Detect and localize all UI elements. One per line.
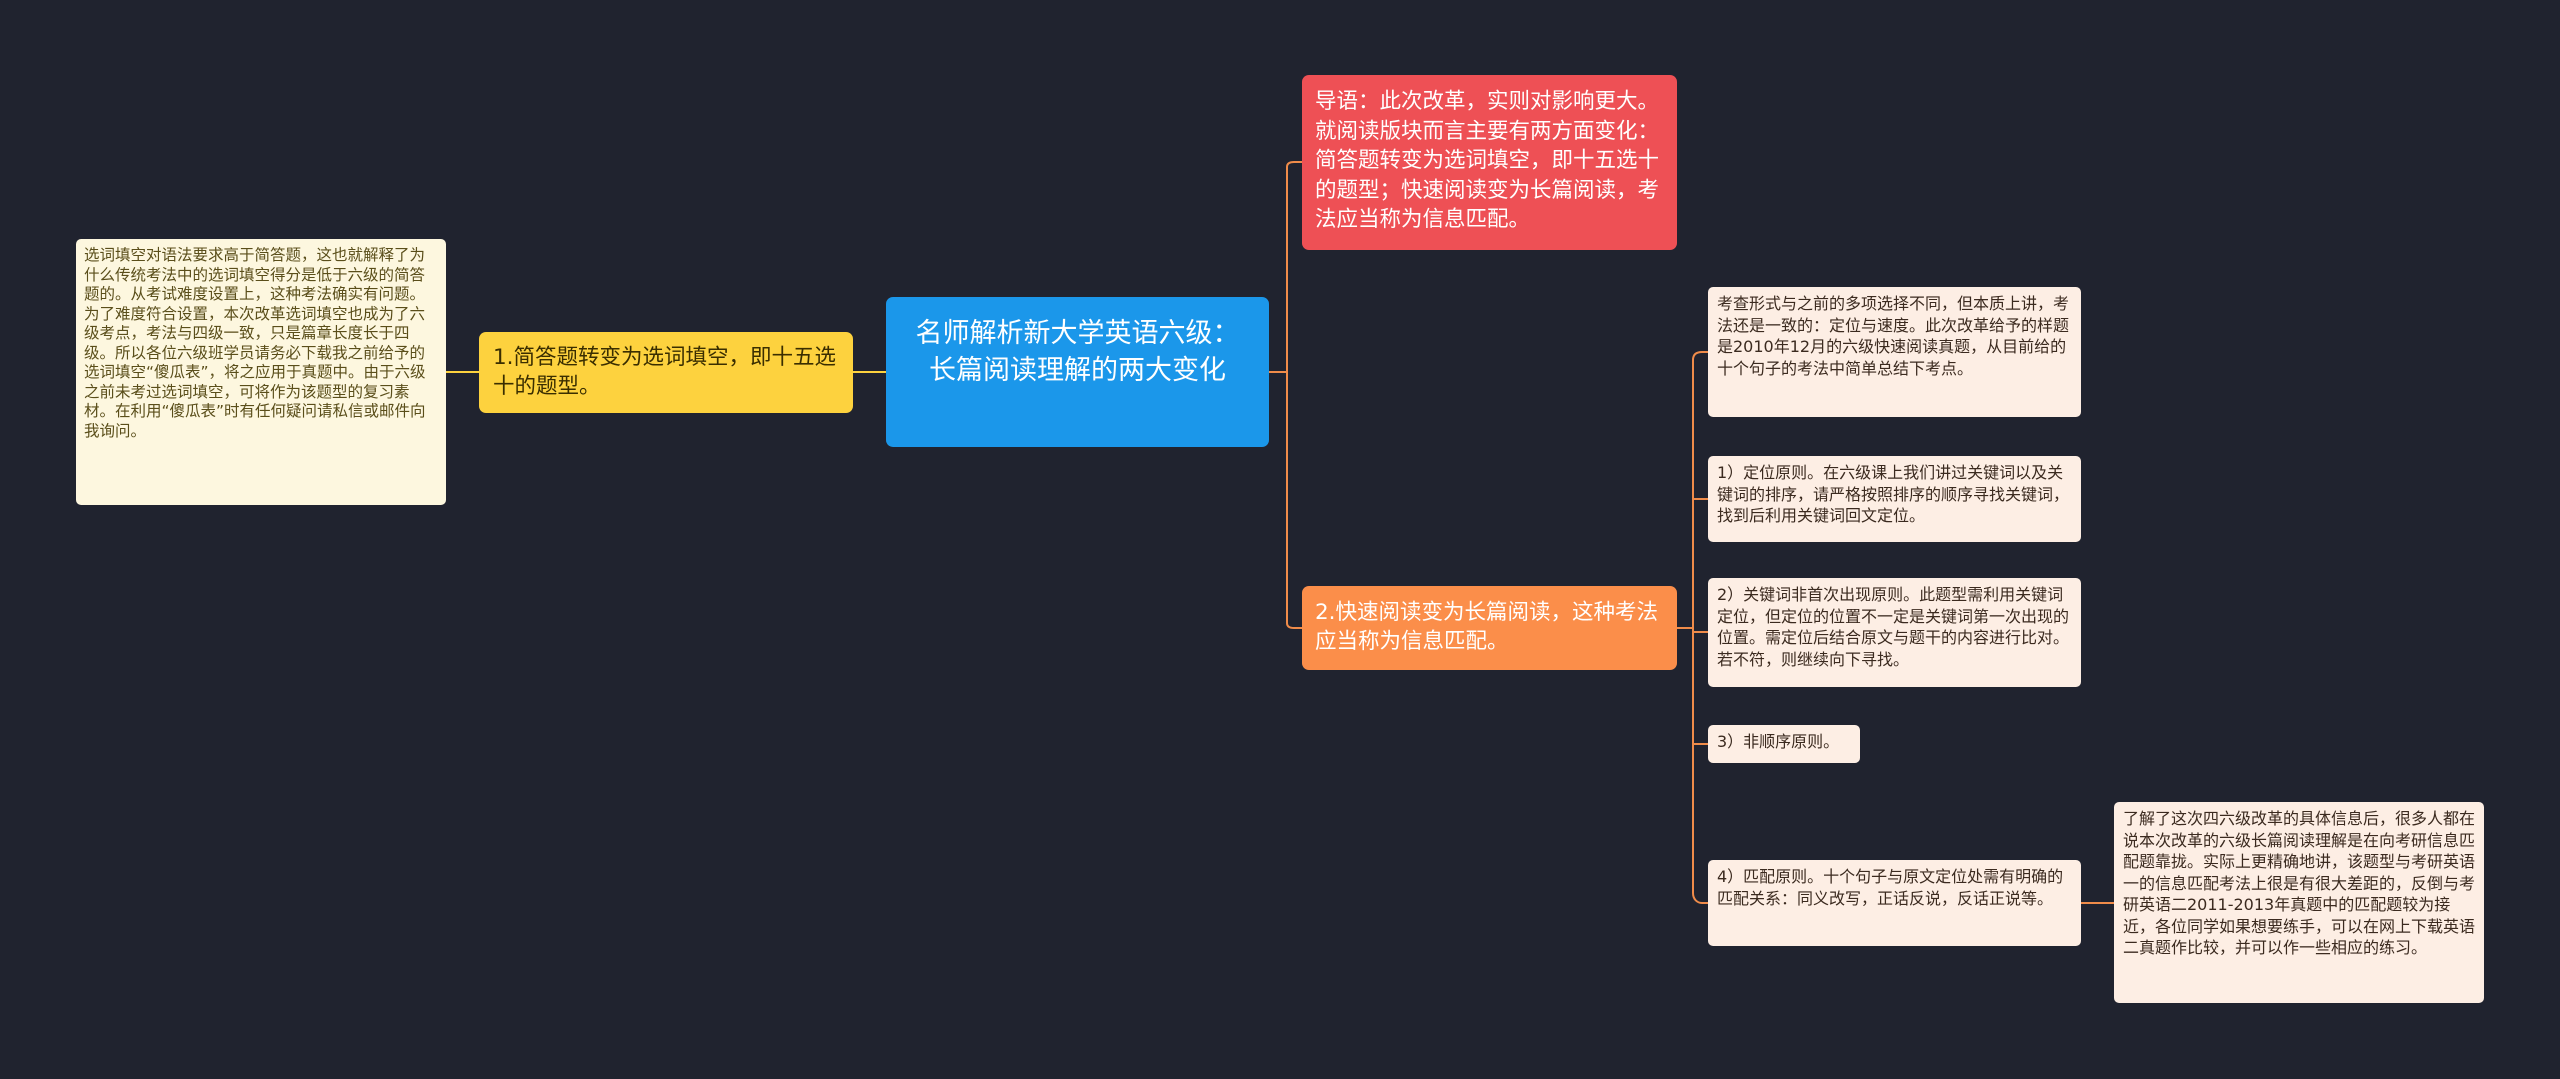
intro-node[interactable]: 导语：此次改革，实则对影响更大。就阅读版块而言主要有两方面变化：简答题转变为选词…: [1302, 75, 1677, 250]
connector-item1: [1692, 351, 1708, 361]
branch-1-node[interactable]: 1.简答题转变为选词填空，即十五选十的题型。: [479, 332, 853, 413]
branch-2-item-keyword-principle[interactable]: 2）关键词非首次出现原则。此题型需利用关键词定位，但定位的位置不一定是关键词第一…: [1708, 578, 2081, 687]
item-locate-text: 1）定位原则。在六级课上我们讲过关键词以及关键词的排序，请严格按照排序的顺序寻找…: [1717, 463, 2070, 525]
item-match-text: 4）匹配原则。十个句子与原文定位处需有明确的匹配关系：同义改写，正话反说，反话正…: [1717, 867, 2064, 908]
branch-2-item-overview[interactable]: 考查形式与之前的多项选择不同，但本质上讲，考法还是一致的：定位与速度。此次改革给…: [1708, 287, 2081, 417]
match-principle-detail-node[interactable]: 了解了这次四六级改革的具体信息后，很多人都在说本次改革的六级长篇阅读理解是在向考…: [2114, 802, 2484, 1003]
match-detail-text: 了解了这次四六级改革的具体信息后，很多人都在说本次改革的六级长篇阅读理解是在向考…: [2123, 809, 2476, 957]
connector-root-to-intro: [1269, 161, 1302, 373]
branch-2-item-locate-principle[interactable]: 1）定位原则。在六级课上我们讲过关键词以及关键词的排序，请严格按照排序的顺序寻找…: [1708, 456, 2081, 542]
branch-1-detail-node[interactable]: 选词填空对语法要求高于简答题，这也就解释了为什么传统考法中的选词填空得分是低于六…: [76, 239, 446, 505]
branch-2-item-nonorder-principle[interactable]: 3）非顺序原则。: [1708, 725, 1860, 763]
branch-2-item-match-principle[interactable]: 4）匹配原则。十个句子与原文定位处需有明确的匹配关系：同义改写，正话反说，反话正…: [1708, 860, 2081, 946]
branch-2-node[interactable]: 2.快速阅读变为长篇阅读，这种考法应当称为信息匹配。: [1302, 586, 1677, 670]
item-overview-text: 考查形式与之前的多项选择不同，但本质上讲，考法还是一致的：定位与速度。此次改革给…: [1717, 294, 2070, 378]
branch-1-detail-text: 选词填空对语法要求高于简答题，这也就解释了为什么传统考法中的选词填空得分是低于六…: [84, 246, 426, 440]
branch-1-label: 1.简答题转变为选词填空，即十五选十的题型。: [493, 345, 837, 399]
connector-root-to-branch2: [1269, 371, 1302, 629]
root-topic[interactable]: 名师解析新大学英语六级：长篇阅读理解的两大变化: [886, 297, 1269, 447]
connector-item5: [1692, 892, 1708, 904]
root-topic-label: 名师解析新大学英语六级：长篇阅读理解的两大变化: [915, 318, 1240, 386]
item-nonorder-text: 3）非顺序原则。: [1717, 732, 1840, 751]
connector-branch2-to-items: [1677, 360, 1694, 893]
item-keyword-text: 2）关键词非首次出现原则。此题型需利用关键词定位，但定位的位置不一定是关键词第一…: [1717, 585, 2070, 669]
branch-2-label: 2.快速阅读变为长篇阅读，这种考法应当称为信息匹配。: [1315, 600, 1659, 654]
intro-text: 导语：此次改革，实则对影响更大。就阅读版块而言主要有两方面变化：简答题转变为选词…: [1315, 89, 1660, 232]
